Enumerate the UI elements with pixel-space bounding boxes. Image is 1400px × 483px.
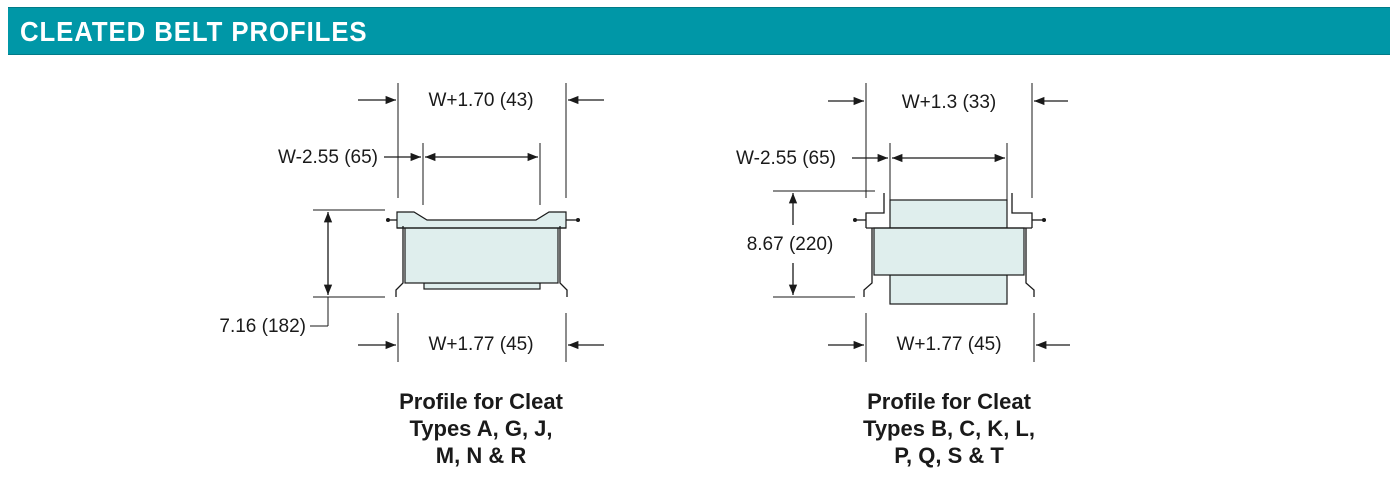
left-inner-width-label: W-2.55 (65) [278,147,378,168]
right-profile-drawing: W+1.3 (33) W-2.55 (65) 8.67 (220) [736,83,1070,362]
section-header: CLEATED BELT PROFILES [8,7,1390,55]
right-height-label: 8.67 (220) [747,234,834,255]
left-height-label: 7.16 (182) [219,316,306,337]
left-caption-line-1: Profile for Cleat [399,389,563,414]
section-title: CLEATED BELT PROFILES [20,16,368,47]
left-top-width-label: W+1.70 (43) [428,90,533,111]
left-bottom-width-label: W+1.77 (45) [428,334,533,355]
left-profile-drawing: W+1.70 (43) W-2.55 (65) 7.16 (182) [219,83,604,362]
right-top-width-label: W+1.3 (33) [902,92,997,113]
right-inner-width-label: W-2.55 (65) [736,148,836,169]
right-caption-line-2: Types B, C, K, L, [863,416,1035,441]
left-caption-line-3: M, N & R [436,443,527,468]
right-bottom-width-label: W+1.77 (45) [896,334,1001,355]
right-caption-line-1: Profile for Cleat [867,389,1031,414]
left-caption-line-2: Types A, G, J, [409,416,552,441]
right-caption-line-3: P, Q, S & T [894,443,1004,468]
